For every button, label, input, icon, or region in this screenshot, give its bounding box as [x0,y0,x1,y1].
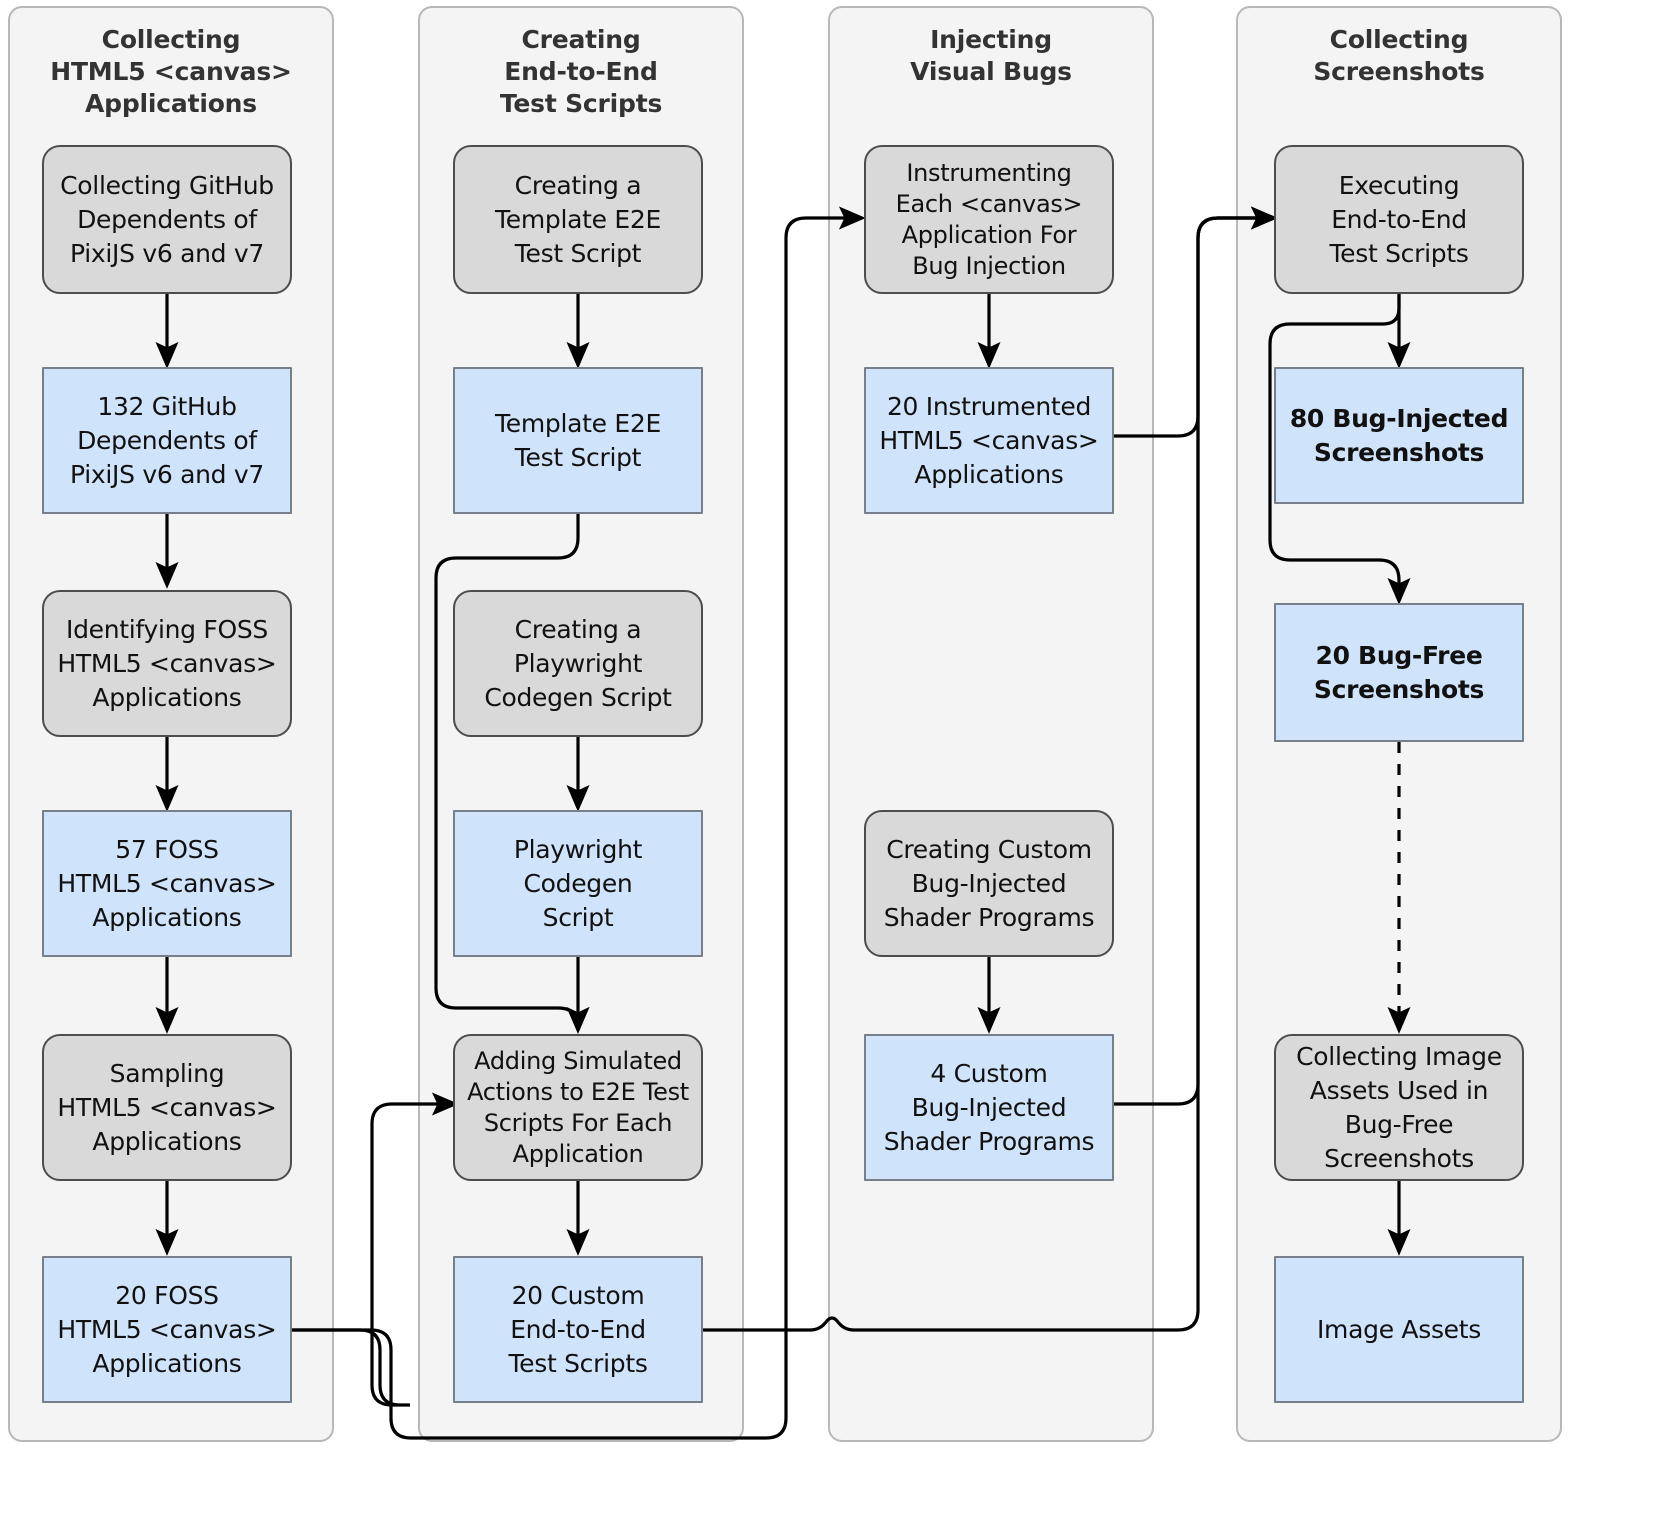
node-57-foss-apps[interactable]: 57 FOSS HTML5 <canvas> Applications [42,810,292,957]
node-132-github-dependents[interactable]: 132 GitHub Dependents of PixiJS v6 and v… [42,367,292,514]
edge-n6-n13 [292,206,866,1440]
node-identifying-foss-apps[interactable]: Identifying FOSS HTML5 <canvas> Applicat… [42,590,292,737]
node-executing-e2e-scripts[interactable]: Executing End-to-End Test Scripts [1274,145,1524,294]
node-playwright-codegen-script[interactable]: Playwright Codegen Script [453,810,703,957]
lane-title-3: Injecting Visual Bugs [910,25,1072,86]
node-20-bug-free-screenshots[interactable]: 20 Bug-Free Screenshots [1274,603,1524,742]
node-sampling-apps[interactable]: Sampling HTML5 <canvas> Applications [42,1034,292,1181]
node-20-instrumented-apps[interactable]: 20 Instrumented HTML5 <canvas> Applicati… [864,367,1114,514]
node-adding-simulated-actions[interactable]: Adding Simulated Actions to E2E Test Scr… [453,1034,703,1181]
edge-n14-n17 [1114,206,1278,438]
edge-n16-n17 [1114,206,1278,1106]
lane-title-4: Collecting Screenshots [1313,25,1485,86]
node-creating-playwright-codegen[interactable]: Creating a Playwright Codegen Script [453,590,703,737]
node-20-foss-apps[interactable]: 20 FOSS HTML5 <canvas> Applications [42,1256,292,1403]
lane-title-2: Creating End-to-End Test Scripts [499,25,663,118]
node-4-custom-shaders[interactable]: 4 Custom Bug-Injected Shader Programs [864,1034,1114,1181]
node-creating-bug-injected-shaders[interactable]: Creating Custom Bug-Injected Shader Prog… [864,810,1114,957]
node-creating-template-e2e[interactable]: Creating a Template E2E Test Script [453,145,703,294]
node-instrumenting-canvas-apps[interactable]: Instrumenting Each <canvas> Application … [864,145,1114,294]
lane-title-1: Collecting HTML5 <canvas> Applications [50,25,292,118]
node-collecting-github-dependents[interactable]: Collecting GitHub Dependents of PixiJS v… [42,145,292,294]
edge-n17-n19 [1268,294,1411,605]
node-template-e2e-script[interactable]: Template E2E Test Script [453,367,703,514]
node-image-assets[interactable]: Image Assets [1274,1256,1524,1403]
node-20-custom-e2e-scripts[interactable]: 20 Custom End-to-End Test Scripts [453,1256,703,1403]
node-80-bug-injected-screenshots[interactable]: 80 Bug-Injected Screenshots [1274,367,1524,504]
edge-n6-n11 [292,1104,455,1407]
node-collecting-image-assets[interactable]: Collecting Image Assets Used in Bug-Free… [1274,1034,1524,1181]
